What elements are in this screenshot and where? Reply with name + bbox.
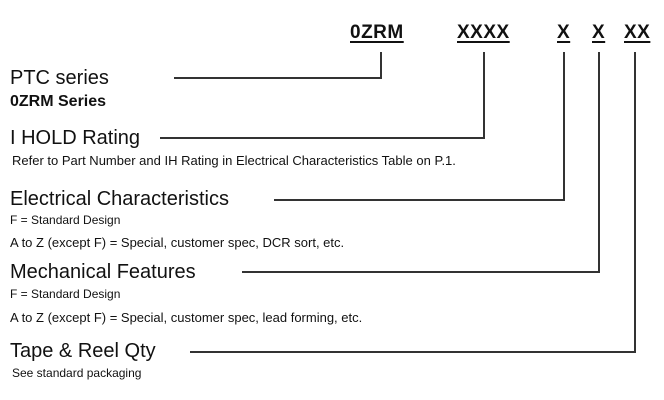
ptc-series-title: PTC series bbox=[10, 67, 109, 89]
code-electrical: X bbox=[557, 22, 571, 43]
code-prefix: 0ZRM bbox=[350, 22, 404, 43]
ptc-series-subtitle: 0ZRM Series bbox=[10, 93, 107, 110]
code-packaging: XX bbox=[624, 22, 651, 43]
code-hold-rating: XXXX bbox=[457, 22, 510, 43]
leader-line-ptc bbox=[174, 52, 382, 79]
mechanical-line2: A to Z (except F) = Special, customer sp… bbox=[10, 310, 363, 325]
electrical-line2: A to Z (except F) = Special, customer sp… bbox=[10, 235, 345, 250]
code-mechanical: X bbox=[592, 22, 606, 43]
leader-line-electrical bbox=[274, 52, 565, 201]
leader-line-mechanical bbox=[242, 52, 600, 273]
electrical-title: Electrical Characteristics bbox=[10, 188, 229, 210]
packaging-note: See standard packaging bbox=[12, 366, 142, 380]
mechanical-line1: F = Standard Design bbox=[10, 287, 121, 301]
electrical-line1: F = Standard Design bbox=[10, 213, 121, 227]
packaging-title: Tape & Reel Qty bbox=[10, 340, 156, 362]
leader-line-packaging bbox=[190, 52, 636, 353]
mechanical-title: Mechanical Features bbox=[10, 261, 196, 283]
ihold-title: I HOLD Rating bbox=[10, 127, 141, 149]
ihold-note: Refer to Part Number and IH Rating in El… bbox=[12, 153, 456, 168]
leader-line-ihold bbox=[160, 52, 485, 139]
